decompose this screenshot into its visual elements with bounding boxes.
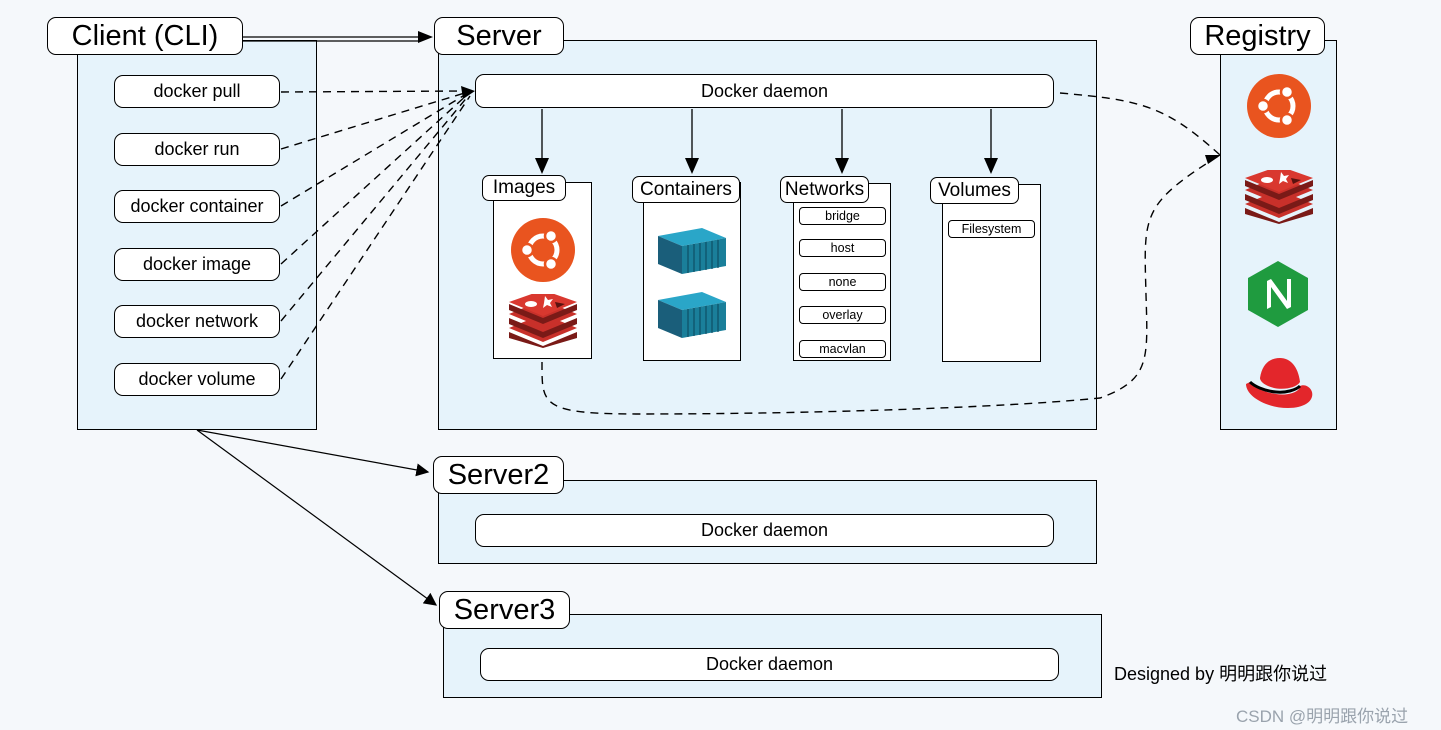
container-icon — [658, 292, 726, 338]
nginx-icon — [1248, 261, 1308, 327]
dashed-container — [280, 92, 469, 207]
redis-icon — [509, 294, 577, 348]
volume-item-filesystem: Filesystem — [948, 220, 1035, 238]
dashed-network — [280, 94, 470, 322]
csdn-watermark: CSDN @明明跟你说过 — [1236, 707, 1409, 726]
redis-icon — [1245, 170, 1313, 224]
command-docker-volume: docker volume — [114, 363, 280, 396]
server-docker-daemon: Docker daemon — [475, 74, 1054, 108]
network-item-overlay: overlay — [799, 306, 886, 324]
daemon-registry-dashed — [1059, 92, 1221, 156]
redhat-icon — [1246, 358, 1313, 408]
client-title: Client (CLI) — [47, 17, 243, 55]
network-item-macvlan: macvlan — [799, 340, 886, 358]
command-docker-run: docker run — [114, 133, 280, 166]
command-docker-image: docker image — [114, 248, 280, 281]
container-icon — [658, 228, 726, 274]
designer-credit: Designed by 明明跟你说过 — [1114, 664, 1328, 684]
command-docker-container: docker container — [114, 190, 280, 223]
command-docker-network: docker network — [114, 305, 280, 338]
server-title: Server — [434, 17, 564, 55]
client-server3-arrow — [196, 429, 438, 606]
registry-title: Registry — [1190, 17, 1325, 55]
network-item-host: host — [799, 239, 886, 257]
images-title: Images — [482, 175, 566, 201]
command-docker-pull: docker pull — [114, 75, 280, 108]
server2-title: Server2 — [433, 456, 564, 494]
server3-docker-daemon: Docker daemon — [480, 648, 1059, 681]
network-item-bridge: bridge — [799, 207, 886, 225]
client-server2-arrow — [196, 429, 430, 477]
dashed-run — [280, 91, 469, 150]
network-item-none: none — [799, 273, 886, 291]
ubuntu-icon — [1247, 74, 1311, 138]
dashed-volume — [280, 95, 471, 380]
ubuntu-icon — [511, 218, 575, 282]
volumes-title: Volumes — [930, 177, 1019, 204]
networks-title: Networks — [780, 176, 869, 203]
images-registry-dashed — [541, 154, 1221, 415]
server3-title: Server3 — [439, 591, 570, 629]
server2-docker-daemon: Docker daemon — [475, 514, 1054, 547]
dashed-pull — [280, 90, 469, 93]
containers-title: Containers — [632, 176, 740, 203]
dashed-image — [280, 93, 469, 265]
